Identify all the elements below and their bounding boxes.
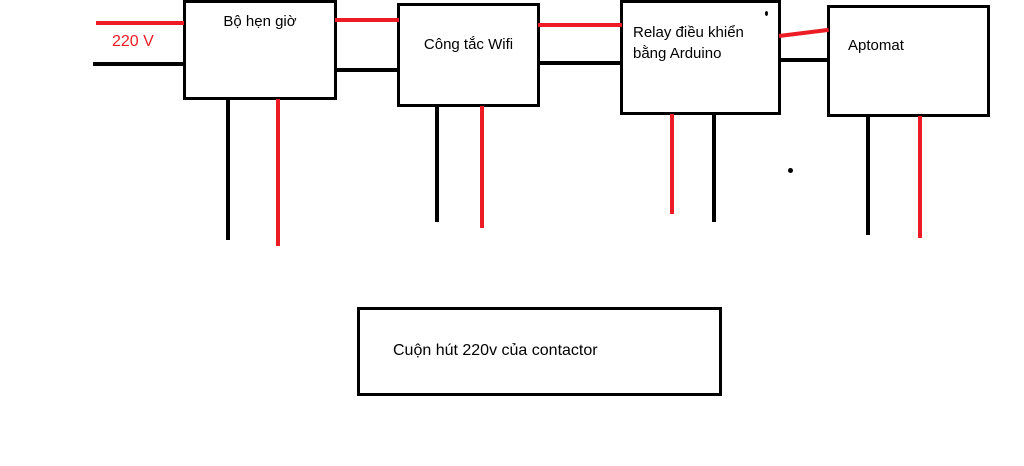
wire-neutral-wifi-drop [435, 106, 439, 222]
box-arduino-relay-label: Relay điều khiển bằng Arduino [633, 24, 744, 62]
box-timer: Bộ hẹn giờ [183, 0, 337, 100]
ink-dot [788, 168, 793, 173]
wire-live-timer-to-wifi [335, 18, 399, 22]
box-wifi-switch-label: Công tắc Wifi [423, 36, 514, 53]
wire-live-wifi-drop [480, 106, 484, 228]
wire-live-relay-to-aptomat [778, 27, 829, 38]
box-contactor-coil: Cuộn hút 220v của contactor [357, 307, 722, 396]
box-aptomat-label: Aptomat [848, 37, 904, 54]
wire-neutral-timer-to-wifi [335, 68, 399, 72]
box-timer-label: Bộ hẹn giờ [223, 13, 297, 30]
wire-neutral-relay-drop [712, 114, 716, 222]
box-contactor-coil-label: Cuộn hút 220v của contactor [393, 342, 598, 360]
wire-neutral-source-to-timer [93, 62, 184, 66]
wire-neutral-relay-to-aptomat [779, 58, 829, 62]
wire-live-timer-drop [276, 99, 280, 246]
wire-live-relay-drop [670, 114, 674, 214]
box-wifi-switch: Công tắc Wifi [397, 3, 540, 107]
wire-live-source-to-timer [96, 21, 184, 25]
voltage-label: 220 V [112, 33, 154, 50]
wire-live-aptomat-drop [918, 116, 922, 238]
box-arduino-relay: Relay điều khiển bằng Arduino [620, 0, 781, 115]
ink-speck [765, 11, 768, 16]
wire-neutral-wifi-to-relay [538, 61, 622, 65]
wire-neutral-timer-drop [226, 99, 230, 240]
wire-live-wifi-to-relay [538, 23, 622, 27]
box-aptomat: Aptomat [827, 5, 990, 117]
wire-neutral-aptomat-drop [866, 116, 870, 235]
